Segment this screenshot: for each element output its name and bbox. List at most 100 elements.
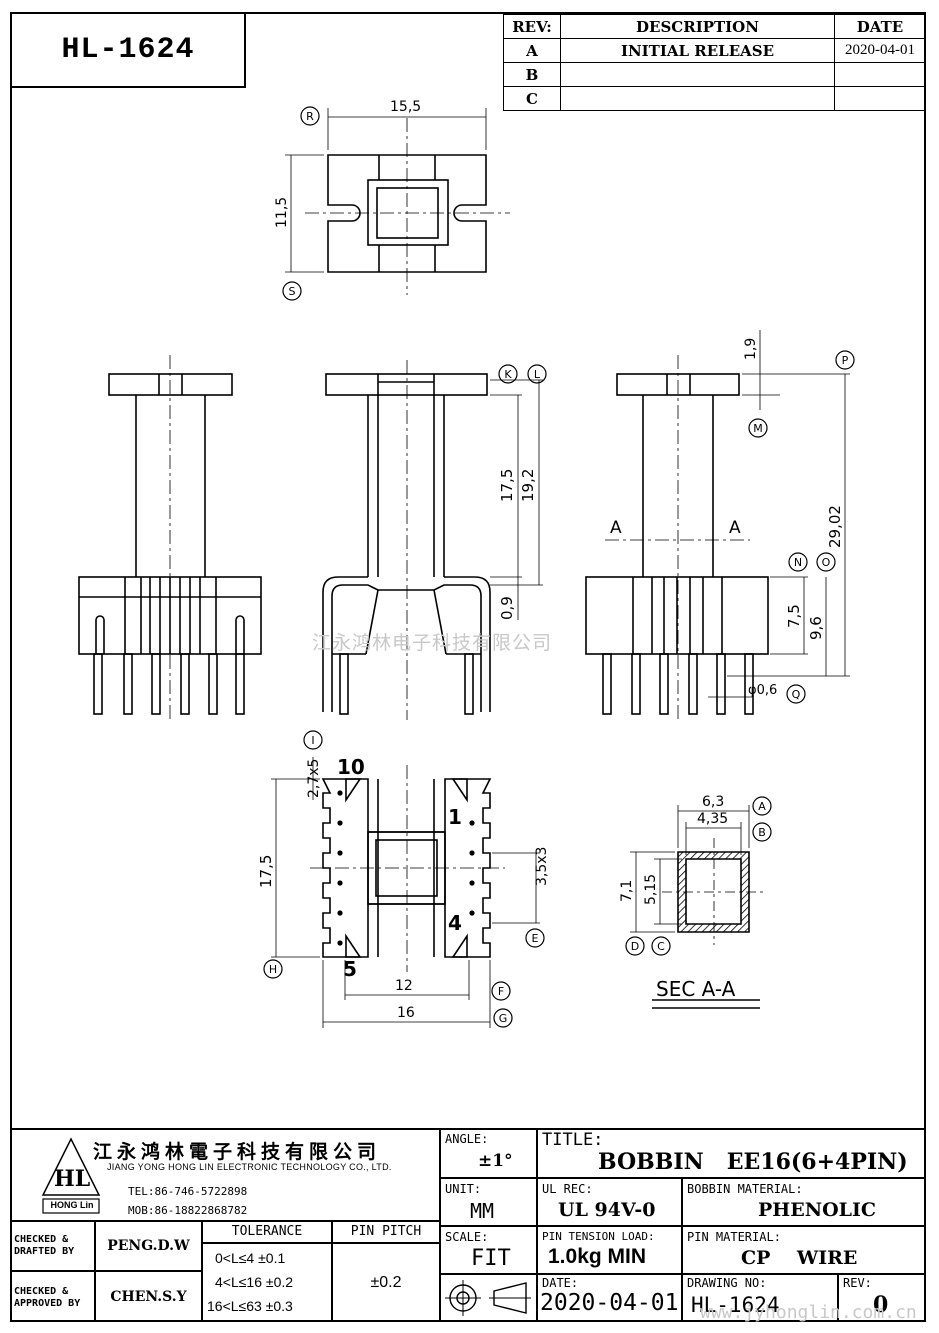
drawing-no-value: HL-1624: [691, 1293, 780, 1317]
dim-slot-pitch: 3,5x3: [534, 847, 550, 886]
dim-top-width: 15,5: [390, 99, 421, 115]
ref-h: H: [269, 963, 277, 976]
rev-cell: REV: 0: [838, 1274, 926, 1322]
pin-pitch-header-cell: PIN PITCH: [332, 1221, 440, 1243]
dim-29-02: 29,02: [826, 505, 844, 548]
side-view-middle: [322, 360, 543, 720]
ref-e: E: [532, 932, 539, 945]
front-view-left: [78, 355, 262, 720]
dim-sec-width-inner: 4,35: [697, 811, 728, 827]
checked-drafted-value-cell: PENG.D.W: [95, 1221, 202, 1271]
ref-o: O: [822, 556, 831, 569]
dim-9-6: 9,6: [807, 616, 825, 640]
model-number: HL-1624: [10, 12, 246, 88]
date-value: 2020-04-01: [540, 1290, 679, 1316]
company-name-cn: 江永鸿林電子科技有限公司: [93, 1142, 382, 1163]
ul-cell: UL REC: UL 94V-0: [537, 1178, 682, 1226]
tolerance-1: 0<L≤4 ±0.1: [215, 1250, 286, 1266]
ref-n: N: [794, 556, 802, 569]
dim-17-5: 17,5: [498, 469, 516, 502]
ref-k: K: [504, 368, 512, 381]
pin-pitch-value-cell: ±0.2: [332, 1243, 440, 1322]
checked-approved-label: CHECKED & APPROVED BY: [14, 1286, 81, 1309]
rev-a-date: 2020-04-01: [834, 38, 926, 63]
checked-drafted-label-cell: CHECKED & DRAFTED BY: [10, 1221, 95, 1271]
checked-approved-value-cell: CHEN.S.Y: [95, 1271, 202, 1322]
rev-a-description: INITIAL RELEASE: [560, 38, 835, 63]
title-value: BOBBIN EE16(6+4PIN): [598, 1149, 908, 1175]
logo-sub: HONG Lin: [50, 1200, 94, 1210]
tolerance-2: 4<L≤16 ±0.2: [215, 1274, 294, 1290]
ref-i: I: [311, 734, 314, 747]
title-cell: TITLE: BOBBIN EE16(6+4PIN): [537, 1128, 926, 1178]
dim-1-9: 1,9: [743, 338, 759, 360]
dim-sec-width-outer: 6,3: [702, 794, 724, 810]
dim-outer-width: 16: [397, 1005, 415, 1021]
reference-circles: [263, 106, 855, 1028]
title-block: [10, 1128, 926, 1322]
projection-symbol-icon: [445, 1280, 531, 1316]
dim-pin-pitch: 2,7x5: [306, 759, 322, 798]
dim-bottom-height: 17,5: [257, 855, 275, 888]
front-view-right: [585, 330, 850, 720]
tolerance-3: 16<L≤63 ±0.3: [207, 1298, 293, 1314]
pin-tension-cell: PIN TENSION LOAD: 1.0kg MIN: [537, 1226, 682, 1274]
ul-label: UL REC:: [542, 1182, 593, 1196]
dim-19-2: 19,2: [519, 469, 537, 502]
pin-material-value: CP WIRE: [741, 1247, 858, 1269]
angle-cell: ANGLE: ±1°: [440, 1128, 537, 1178]
dim-sec-height-inner: 5,15: [643, 874, 659, 905]
pin-tension-value: 1.0kg MIN: [548, 1245, 647, 1268]
ref-d: D: [631, 940, 639, 953]
dim-pin-diameter: φ0,6: [748, 683, 777, 698]
company-mob: MOB:86-18822868782: [128, 1204, 248, 1217]
rev-label: REV:: [843, 1276, 872, 1290]
pin-material-label: PIN MATERIAL:: [687, 1230, 781, 1244]
company-tel: TEL:86-746-5722898: [128, 1185, 248, 1198]
pin-label-10: 10: [337, 755, 365, 779]
date-header: DATE: [834, 14, 926, 39]
reference-letters: R S K L M P N O Q I E H F G A B D C: [269, 110, 849, 1025]
drawing-no-cell: DRAWING NO: HL-1624: [682, 1274, 838, 1322]
ref-g: G: [499, 1012, 508, 1025]
ref-l: L: [534, 368, 541, 381]
checked-drafted-value: PENG.D.W: [107, 1238, 190, 1254]
checked-approved-label-cell: CHECKED & APPROVED BY: [10, 1271, 95, 1322]
pin-pitch-value: ±0.2: [370, 1273, 402, 1291]
date-cell: DATE: 2020-04-01: [537, 1274, 682, 1322]
unit-cell: UNIT: MM: [440, 1178, 537, 1226]
rev-b-date: [834, 62, 926, 87]
ref-s: S: [289, 285, 296, 298]
ul-value: UL 94V-0: [558, 1199, 656, 1221]
checked-drafted-label: CHECKED & DRAFTED BY: [14, 1234, 75, 1257]
section-marker-right: A: [729, 518, 741, 538]
scale-cell: SCALE: FIT: [440, 1226, 537, 1274]
pin-label-5: 5: [343, 957, 357, 981]
checked-approved-value: CHEN.S.Y: [110, 1288, 187, 1305]
rev-value: 0: [873, 1292, 889, 1318]
logo-text: HL: [54, 1166, 91, 1192]
dim-inner-width: 12: [395, 978, 413, 994]
dim-top-height: 11,5: [274, 197, 290, 228]
unit-value: MM: [470, 1199, 495, 1223]
ref-r: R: [306, 110, 314, 123]
drawing-views: 15,5 11,5: [78, 99, 855, 1028]
bottom-view: [271, 757, 540, 1028]
watermark-company: 江永鸿林电子科技有限公司: [312, 632, 553, 654]
pin-label-4: 4: [448, 911, 462, 935]
section-a-a: [630, 805, 765, 1009]
ref-m: M: [753, 422, 763, 435]
tolerance-values-cell: 0<L≤4 ±0.1 4<L≤16 ±0.2 16<L≤63 ±0.3: [202, 1243, 332, 1322]
ref-a: A: [758, 800, 766, 813]
unit-label: UNIT:: [445, 1182, 482, 1196]
angle-label: ANGLE:: [445, 1132, 489, 1146]
ref-q: Q: [792, 688, 801, 701]
ref-f: F: [498, 985, 504, 998]
bobbin-material-label: BOBBIN MATERIAL:: [687, 1182, 803, 1196]
rev-c-date: [834, 86, 926, 111]
rev-header: REV:: [503, 14, 561, 39]
dim-0-9: 0,9: [498, 596, 516, 620]
tolerance-header-cell: TOLERANCE: [202, 1221, 332, 1243]
rev-c: C: [503, 86, 561, 111]
pin-tension-label: PIN TENSION LOAD:: [542, 1230, 655, 1243]
